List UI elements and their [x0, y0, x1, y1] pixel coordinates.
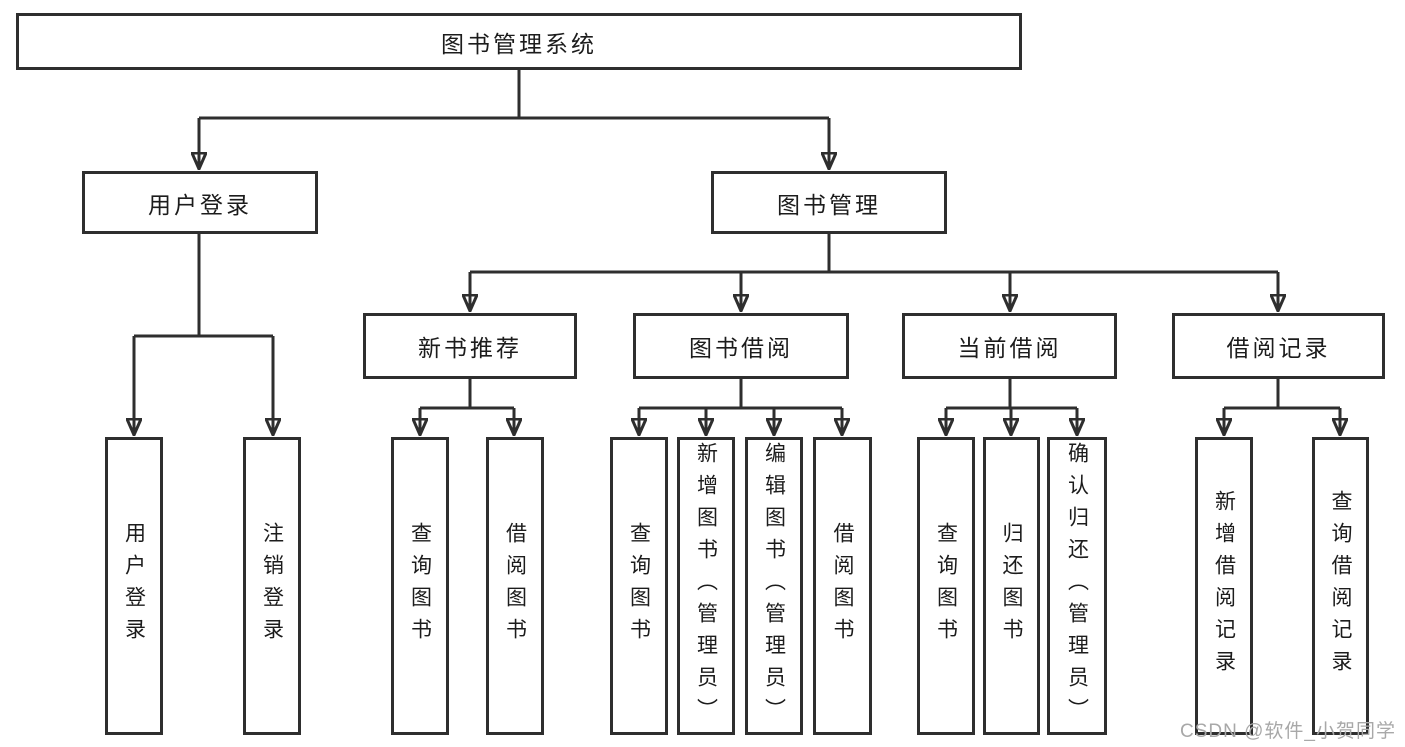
leaf-confirm-return-admin: 确认归还（管理员） [1047, 437, 1107, 735]
node-library-system: 图书管理系统 [16, 13, 1022, 70]
leaf-label: 编辑图书（管理员） [762, 442, 786, 730]
leaf-borrow-books-recommend: 借阅图书 [486, 437, 544, 735]
leaf-label: 借阅图书 [831, 522, 854, 650]
leaf-return-book: 归还图书 [983, 437, 1040, 735]
leaf-add-borrow-record: 新增借阅记录 [1195, 437, 1253, 735]
leaf-query-books-borrow: 查询图书 [610, 437, 668, 735]
node-borrow-records: 借阅记录 [1172, 313, 1385, 379]
leaf-add-book-admin: 新增图书（管理员） [677, 437, 735, 735]
node-book-borrow: 图书借阅 [633, 313, 849, 379]
leaf-label: 借阅图书 [503, 522, 527, 650]
node-current-borrow: 当前借阅 [902, 313, 1117, 379]
csdn-watermark: CSDN @软件_小贺同学 [1180, 721, 1396, 742]
leaf-label: 注销登录 [260, 522, 284, 650]
leaf-label: 新增图书（管理员） [694, 442, 718, 730]
leaf-user-login: 用户登录 [105, 437, 163, 735]
leaf-label: 查询图书 [934, 522, 958, 650]
leaf-query-borrow-record: 查询借阅记录 [1312, 437, 1369, 735]
leaf-label: 确认归还（管理员） [1065, 442, 1089, 730]
leaf-label: 新增借阅记录 [1212, 490, 1236, 682]
leaf-borrow-books: 借阅图书 [813, 437, 872, 735]
node-user-login: 用户登录 [82, 171, 318, 234]
leaf-query-books-current: 查询图书 [917, 437, 975, 735]
leaf-logout: 注销登录 [243, 437, 301, 735]
leaf-label: 查询图书 [408, 522, 432, 650]
leaf-label: 用户登录 [122, 522, 146, 650]
leaf-query-books-recommend: 查询图书 [391, 437, 449, 735]
node-book-management: 图书管理 [711, 171, 947, 234]
node-new-book-recommend: 新书推荐 [363, 313, 577, 379]
leaf-label: 归还图书 [1000, 522, 1023, 650]
leaf-label: 查询图书 [627, 522, 651, 650]
leaf-label: 查询借阅记录 [1329, 490, 1352, 682]
leaf-edit-book-admin: 编辑图书（管理员） [745, 437, 803, 735]
